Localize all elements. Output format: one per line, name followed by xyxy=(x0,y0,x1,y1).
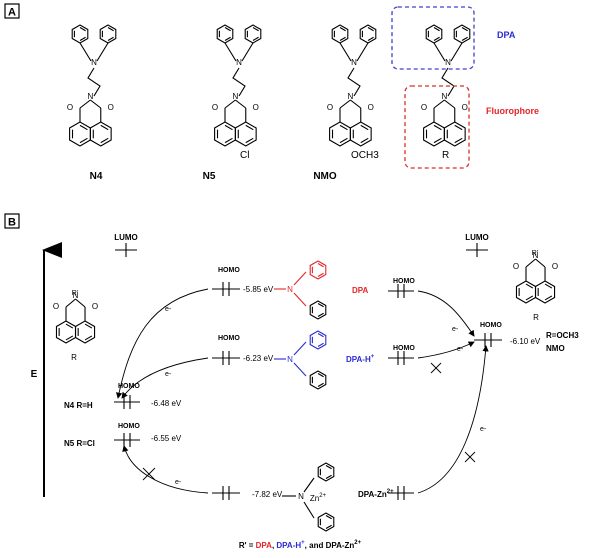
atom-label: N xyxy=(298,492,304,501)
dpa-energy: -5.85 eV xyxy=(243,285,274,294)
electron-label-4: e- xyxy=(452,326,459,333)
atom-label: N xyxy=(533,251,539,260)
atom-label: O xyxy=(513,262,519,271)
right-homo-label-1: HOMO xyxy=(393,278,415,285)
dpazn-energy: -7.82 eV xyxy=(252,490,283,499)
atom-label: O xyxy=(53,302,59,311)
n4-homo-label: HOMO xyxy=(118,383,140,390)
lumo-label-right: LUMO xyxy=(465,233,489,242)
atom-label: N xyxy=(73,291,79,300)
panel-a-label: A xyxy=(8,7,16,19)
atom-label: N xyxy=(351,58,357,67)
dpa-name: DPA xyxy=(352,286,369,295)
lumo-label-left: LUMO xyxy=(114,233,138,242)
atom-label: N xyxy=(441,92,447,101)
molecule-nmo: N N O O xyxy=(327,24,377,147)
atom-label: N xyxy=(287,355,293,364)
atom-label: O xyxy=(462,103,468,112)
panel-a: A N N O O N N O O N N O O N N O O Cl OCH3 R N4 N5 NM… xyxy=(4,3,539,182)
electron-label-3: e- xyxy=(175,479,182,486)
atom-label: O xyxy=(108,103,114,112)
nmo-energy: -6.10 eV xyxy=(510,337,541,346)
panel-b: B E LUMO LUMO N O O R' R HOMO N4 R=H -6.48 e… xyxy=(4,213,579,550)
electron-label-6: e- xyxy=(480,426,487,433)
atom-label: R xyxy=(71,353,77,362)
dpa-structure: N xyxy=(274,260,327,320)
atom-label: N xyxy=(87,92,93,101)
atom-label: O xyxy=(552,262,558,271)
atom-label: N xyxy=(347,92,353,101)
atom-label: R' xyxy=(532,250,538,257)
atom-label: N xyxy=(232,92,238,101)
fluorophore-structure-left: N O O R' R xyxy=(53,290,98,362)
dpah-structure: N xyxy=(274,330,327,390)
atom-label: N xyxy=(236,58,242,67)
atom-label: O xyxy=(368,103,374,112)
dpa-box xyxy=(391,6,475,70)
n4-energy: -6.48 eV xyxy=(151,399,182,408)
substituent-cl: Cl xyxy=(240,150,249,161)
nmo-homo-label: HOMO xyxy=(480,322,502,329)
atom-label: O xyxy=(421,103,427,112)
dpazn-structure: N Zn2+ xyxy=(282,462,335,532)
atom-label: R xyxy=(533,313,539,322)
substituent-r: R xyxy=(442,150,449,161)
energy-axis-label: E xyxy=(31,369,38,380)
group-fluorophore-label: Fluorophore xyxy=(486,106,539,116)
nmo-structure-right: N O O R' R xyxy=(513,250,558,322)
atom-label: O xyxy=(67,103,73,112)
electron-label-2: e- xyxy=(165,371,172,378)
dpah-name: DPA-H+ xyxy=(346,354,375,364)
substituent-och3: OCH3 xyxy=(351,150,379,161)
group-dpa-label: DPA xyxy=(497,30,516,40)
electron-arrows-right xyxy=(417,290,489,494)
molecule-n5: N N O O xyxy=(212,24,262,147)
atom-label: Zn2+ xyxy=(310,493,327,503)
molecule-n4: N N O O xyxy=(67,24,117,147)
footer-legend: R' = DPA, DPA-H+, and DPA-Zn2+ xyxy=(239,540,362,550)
panel-b-label: B xyxy=(8,217,16,229)
n4-label: N4 R=H xyxy=(64,401,93,410)
dpazn-name: DPA-Zn2+ xyxy=(358,489,394,499)
nmo-r-label: R=OCH3 xyxy=(546,331,579,340)
atom-label: O xyxy=(253,103,259,112)
molecule-generic: N N O O xyxy=(421,24,471,147)
atom-label: N xyxy=(91,58,97,67)
label-n5: N5 xyxy=(203,171,216,182)
n5-energy: -6.55 eV xyxy=(151,434,182,443)
atom-label: O xyxy=(327,103,333,112)
electron-arrows-left xyxy=(116,288,209,494)
dpah-energy: -6.23 eV xyxy=(243,354,274,363)
atom-label: O xyxy=(92,302,98,311)
electron-label-5: e- xyxy=(457,346,464,353)
right-homo-label-2: HOMO xyxy=(393,345,415,352)
dpah-homo-label: HOMO xyxy=(218,335,240,342)
atom-label: N xyxy=(445,58,451,67)
dpa-homo-label: HOMO xyxy=(218,267,240,274)
label-n4: N4 xyxy=(90,171,103,182)
n5-homo-label: HOMO xyxy=(118,423,140,430)
atom-label: O xyxy=(212,103,218,112)
electron-label-1: e- xyxy=(165,306,172,313)
atom-label: N xyxy=(287,285,293,294)
nmo-label: NMO xyxy=(546,344,565,353)
n5-label: N5 R=Cl xyxy=(64,439,95,448)
label-nmo: NMO xyxy=(313,171,337,182)
atom-label: R' xyxy=(72,290,78,297)
